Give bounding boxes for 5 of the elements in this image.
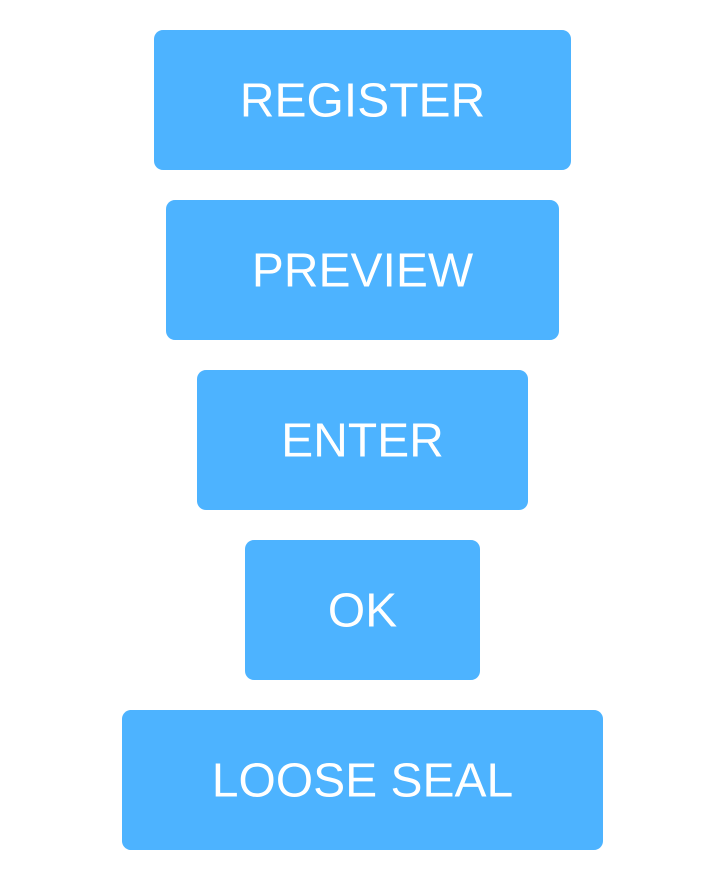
button: OK	[245, 540, 480, 680]
button: LOOSE SEAL	[122, 710, 603, 850]
button: PREVIEW	[166, 200, 559, 340]
button: REGISTER	[154, 30, 571, 170]
button: ENTER	[197, 370, 528, 510]
